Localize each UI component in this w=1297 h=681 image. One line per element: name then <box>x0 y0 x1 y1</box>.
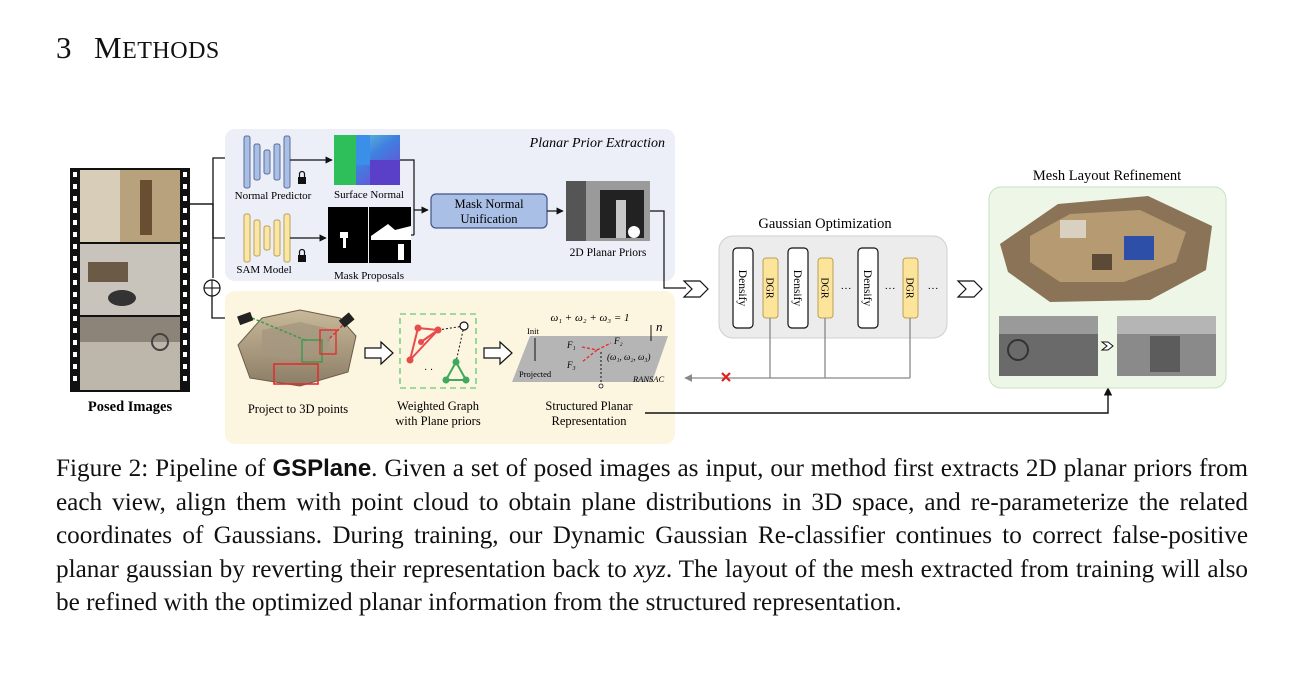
svg-text:Densify: Densify <box>791 270 803 307</box>
densify-block: Densify <box>857 247 879 329</box>
svg-text:Densify: Densify <box>861 270 873 307</box>
section-title-initial: M <box>94 30 123 65</box>
dgr-block: DGR <box>762 257 779 319</box>
mask-normal-line2: Unification <box>461 212 519 226</box>
camera-icon <box>237 311 254 326</box>
caption-xyz: xyz <box>633 555 666 583</box>
ellipsis: ··· <box>841 283 852 295</box>
weight-equation: ω₁ + ω₂ + ω₃ = 1 <box>550 312 629 324</box>
weighted-graph-box <box>399 313 477 389</box>
omega-tuple: (ω₁, ω₂, ω₃) <box>607 352 650 362</box>
sam-model-network <box>243 213 291 263</box>
densify-block: Densify <box>732 247 754 329</box>
project-3d-label: Project to 3D points <box>248 402 348 416</box>
normal-predictor-label: Normal Predictor <box>235 190 312 202</box>
weighted-graph: · · <box>406 321 470 384</box>
lock-icon <box>298 170 306 184</box>
f3-label: F₃ <box>566 360 576 370</box>
planar-prior-title: Planar Prior Extraction <box>529 136 665 151</box>
caption-prefix: Figure 2: Pipeline of <box>56 455 273 482</box>
posed-images-label: Posed Images <box>88 399 173 415</box>
caption-method-name: GSPlane <box>272 455 372 482</box>
close-icon <box>721 372 731 382</box>
mesh-title: Mesh Layout Refinement <box>1033 168 1181 184</box>
section-number: 3 <box>56 30 72 65</box>
mask-normal-line1: Mask Normal <box>454 197 524 211</box>
init-label: Init <box>527 326 539 336</box>
caption-part1: . Given a set of posed images as input, … <box>56 455 1249 583</box>
section-title-rest: ETHODS <box>122 38 220 64</box>
planar-priors-2d-label: 2D Planar Priors <box>570 247 647 259</box>
surface-normal-image <box>334 135 400 185</box>
structured-line2: Representation <box>552 414 628 428</box>
camera-icon <box>338 312 355 328</box>
normal-n-label: n <box>656 319 663 334</box>
figure-caption: Figure 2: Pipeline of GSPlane. Given a s… <box>56 452 1248 620</box>
normal-predictor-network <box>243 135 291 189</box>
mask-proposals-label: Mask Proposals <box>334 270 404 282</box>
planar-priors-2d-image <box>566 181 650 241</box>
ellipsis: ··· <box>885 283 896 295</box>
caption-part2: . The layout of the mesh extracted from … <box>56 555 1248 617</box>
plane-shape <box>512 336 668 382</box>
mesh-render-image <box>1000 196 1212 302</box>
flow-arrow-icon <box>483 340 513 366</box>
svg-text:DGR: DGR <box>764 277 775 298</box>
mask-proposals-image <box>328 207 411 263</box>
gaussian-opt-title: Gaussian Optimization <box>758 216 892 232</box>
densify-block: Densify <box>787 247 809 329</box>
svg-text:· ·: · · <box>424 365 433 376</box>
chevron-right-icon <box>1100 341 1114 351</box>
weighted-graph-line1: Weighted Graph <box>397 399 480 413</box>
structured-line1: Structured Planar <box>545 399 633 413</box>
f2-label: F₂ <box>613 336 623 346</box>
f1-label: F₁ <box>566 340 576 350</box>
ransac-label: RANSAC <box>632 374 664 384</box>
chevron-right-icon <box>682 280 709 298</box>
dgr-block: DGR <box>902 257 919 319</box>
weighted-graph-line2: with Plane priors <box>395 414 481 428</box>
posed-images-filmstrip <box>70 168 190 392</box>
svg-text:DGR: DGR <box>819 277 830 298</box>
sam-model-label: SAM Model <box>236 264 291 276</box>
svg-text:Densify: Densify <box>736 270 748 307</box>
flow-arrow-icon <box>364 340 394 366</box>
lock-icon <box>298 248 306 262</box>
surface-normal-label: Surface Normal <box>334 189 404 201</box>
svg-text:DGR: DGR <box>904 277 915 298</box>
projected-label: Projected <box>519 369 552 379</box>
point-cloud-image <box>237 309 357 387</box>
chevron-right-icon <box>956 280 983 298</box>
dgr-block: DGR <box>817 257 834 319</box>
ellipsis: ··· <box>928 283 939 295</box>
